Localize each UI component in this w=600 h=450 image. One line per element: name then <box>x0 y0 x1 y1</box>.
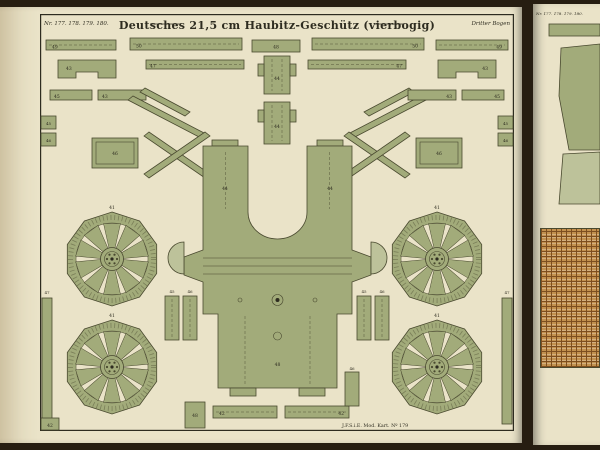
wheel-top-left <box>67 212 156 306</box>
part-strip: 45 <box>461 89 505 101</box>
part-half-round-tab <box>167 241 185 275</box>
part-strip: 43 <box>407 89 457 101</box>
svg-text:46: 46 <box>112 151 118 157</box>
wheel-label: 41 <box>109 205 115 211</box>
part-bracket: 43 <box>437 59 497 79</box>
svg-text:45: 45 <box>494 94 500 100</box>
part-strip: 47 <box>307 59 407 70</box>
svg-text:47: 47 <box>504 290 510 295</box>
part-strip: 43 <box>97 89 147 101</box>
part-large-panel <box>558 43 600 151</box>
part-strip: 50 <box>129 37 243 51</box>
part-mount-upper: 44 <box>257 55 297 95</box>
part-trapezoid-panel <box>558 151 600 205</box>
part-strip: 49 <box>435 39 509 51</box>
part-strip: 42 <box>212 405 278 419</box>
svg-text:49: 49 <box>52 45 58 51</box>
part-strip: 48 <box>251 39 301 53</box>
part-square-tab: 46 <box>497 132 514 147</box>
svg-text:43: 43 <box>66 66 72 72</box>
wheel-label: 41 <box>109 313 115 319</box>
svg-text:43: 43 <box>446 94 452 100</box>
part-small-vertical: 45 <box>164 289 180 341</box>
svg-text:47: 47 <box>396 64 402 70</box>
svg-text:48: 48 <box>275 362 281 368</box>
part-long-edge-strip: 47 <box>501 290 513 425</box>
part-strip: 45 <box>49 89 93 101</box>
svg-text:45: 45 <box>361 289 367 294</box>
part-square-tab: 45 <box>497 115 514 130</box>
part-strip <box>548 23 600 37</box>
side-sheet-numbers: Nr. 177. 178. 179. 180. <box>535 11 583 16</box>
svg-text:46: 46 <box>187 289 193 294</box>
svg-text:45: 45 <box>169 289 175 294</box>
svg-text:47: 47 <box>150 64 156 70</box>
part-small-vertical: 45 <box>356 289 372 341</box>
svg-text:44: 44 <box>274 76 280 82</box>
svg-text:45: 45 <box>54 94 60 100</box>
svg-text:43: 43 <box>102 94 108 100</box>
part-gun-carriage-body: 44 44 48 <box>167 139 388 397</box>
part-strip: 49 <box>45 39 117 51</box>
wheel-label: 41 <box>434 205 440 211</box>
part-small-vertical: 46 <box>344 366 360 407</box>
part-strip: 42 <box>284 405 350 419</box>
svg-text:46: 46 <box>46 138 52 143</box>
svg-text:50: 50 <box>412 44 418 50</box>
svg-text:45: 45 <box>503 121 509 126</box>
svg-text:50: 50 <box>136 44 142 50</box>
wheel-top-right <box>392 212 481 306</box>
part-bracket: 43 <box>57 59 117 79</box>
svg-text:42: 42 <box>47 423 53 429</box>
svg-text:46: 46 <box>379 289 385 294</box>
part-small-vertical: 46 <box>182 289 198 341</box>
svg-text:46: 46 <box>349 366 355 371</box>
part-mount-lower: 44 <box>257 101 297 145</box>
svg-text:42: 42 <box>219 411 225 417</box>
svg-text:43: 43 <box>482 66 488 72</box>
part-square-tab: 46 <box>40 132 57 147</box>
printed-border-frame <box>40 14 514 431</box>
svg-text:49: 49 <box>496 45 502 51</box>
part-long-edge-strip: 47 <box>41 290 53 425</box>
printed-area: Nr. 177. 178. 179. 180. Deutsches 21,5 c… <box>40 14 514 431</box>
part-cross-brace <box>343 131 411 179</box>
part-cross-brace <box>143 131 211 179</box>
part-box: 46 <box>415 137 463 169</box>
svg-text:46: 46 <box>503 138 509 143</box>
part-half-round-tab <box>370 241 388 275</box>
sheet-numbers: Nr. 177. 178. 179. 180. <box>43 21 109 27</box>
part-square-tab: 45 <box>40 115 57 130</box>
part-box: 46 <box>91 137 139 169</box>
svg-text:47: 47 <box>44 290 50 295</box>
part-small-box: 48 <box>184 401 206 429</box>
edition-note: Dritter Bogen <box>470 21 510 27</box>
part-woven-texture-panel <box>540 228 600 368</box>
svg-text:46: 46 <box>436 151 442 157</box>
svg-text:44: 44 <box>327 186 333 192</box>
part-small-vertical: 46 <box>374 289 390 341</box>
wheel-bottom-right <box>392 320 481 414</box>
svg-text:44: 44 <box>274 124 280 130</box>
svg-text:42: 42 <box>338 411 344 417</box>
sheet-title: Deutsches 21,5 cm Haubitz-Geschütz (vier… <box>119 19 435 32</box>
svg-text:48: 48 <box>192 413 198 419</box>
main-cutout-sheet: Nr. 177. 178. 179. 180. Deutsches 21,5 c… <box>0 7 522 443</box>
wheel-label: 41 <box>434 313 440 319</box>
svg-text:44: 44 <box>222 186 228 192</box>
publisher-imprint: J.F.S.i.E. Mod. Kart. Nº 179 <box>341 423 408 429</box>
wheel-bottom-left <box>67 320 156 414</box>
adjacent-cutout-sheet: Nr. 177. 178. 179. 180. <box>533 4 600 445</box>
svg-text:45: 45 <box>46 121 52 126</box>
side-printed-area: Nr. 177. 178. 179. 180. <box>535 11 600 205</box>
part-corner-square: 42 <box>40 417 60 431</box>
svg-text:48: 48 <box>273 45 279 51</box>
part-strip: 50 <box>311 37 425 51</box>
part-strip: 47 <box>145 59 245 70</box>
